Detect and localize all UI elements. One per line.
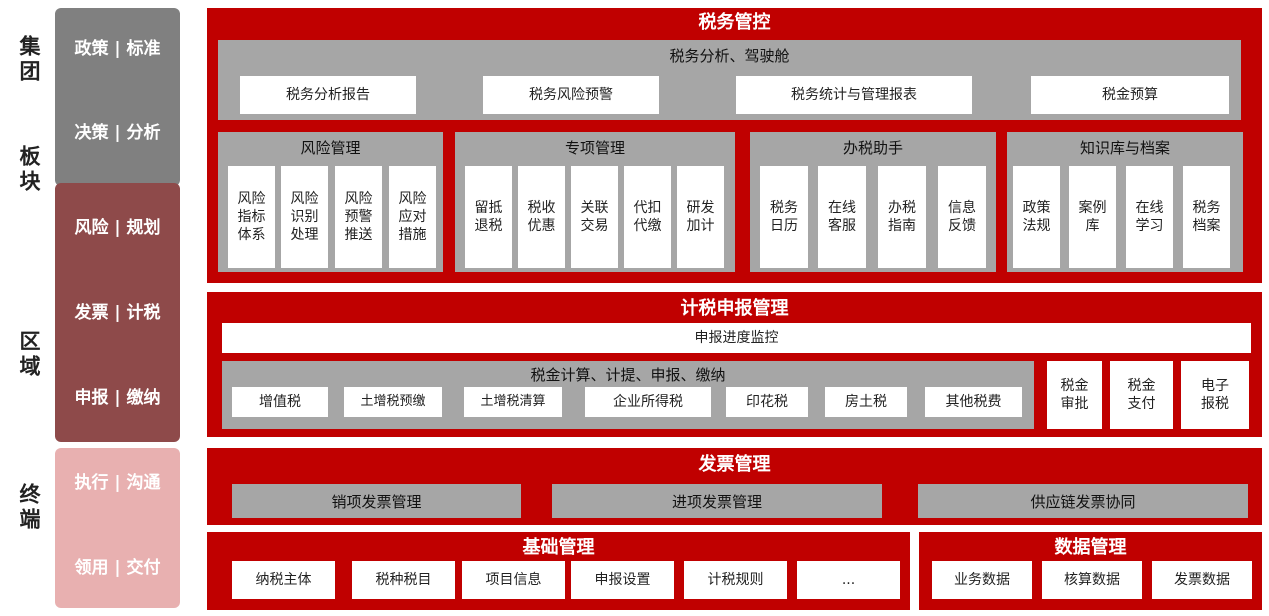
special-item-preference: 税收优惠 xyxy=(518,166,565,268)
special-item-withhold: 代扣代缴 xyxy=(624,166,671,268)
declaration-approve: 税金审批 xyxy=(1047,361,1102,429)
side-item-receive: 领用 | 交付 xyxy=(74,557,161,578)
risk-item-alert: 风险预警推送 xyxy=(335,166,382,268)
calc-item-stamp: 印花税 xyxy=(726,387,808,417)
knowledge-item-policy: 政策法规 xyxy=(1013,166,1060,268)
declaration-payment: 税金支付 xyxy=(1110,361,1173,429)
side-item-declare: 申报 | 缴纳 xyxy=(74,387,161,408)
side-column-group xyxy=(55,8,180,186)
special-item-related: 关联交易 xyxy=(571,166,618,268)
data-item-accounting: 核算数据 xyxy=(1042,561,1142,599)
side-column-region xyxy=(55,183,180,442)
side-item-decision: 决策 | 分析 xyxy=(74,122,161,143)
label-segment: 板块 xyxy=(17,145,41,195)
basic-item-project: 项目信息 xyxy=(462,561,565,599)
special-title: 专项管理 xyxy=(564,138,625,157)
analysis-item-statistics: 税务统计与管理报表 xyxy=(736,76,972,114)
basic-title: 基础管理 xyxy=(522,537,595,558)
tax-control-title: 税务管控 xyxy=(698,12,771,33)
basic-item-tax-category: 税种税目 xyxy=(352,561,455,599)
basic-item-entity: 纳税主体 xyxy=(232,561,335,599)
risk-item-response: 风险应对措施 xyxy=(389,166,436,268)
basic-item-filing-setting: 申报设置 xyxy=(571,561,674,599)
assistant-item-guide: 办税指南 xyxy=(878,166,926,268)
knowledge-item-archive: 税务档案 xyxy=(1183,166,1230,268)
label-region: 区域 xyxy=(17,330,41,380)
assistant-item-calendar: 税务日历 xyxy=(760,166,808,268)
analysis-item-warning: 税务风险预警 xyxy=(483,76,659,114)
assistant-item-service: 在线客服 xyxy=(818,166,866,268)
calc-item-land-prepay: 土增税预缴 xyxy=(344,387,442,417)
side-item-policy: 政策 | 标准 xyxy=(74,38,161,59)
special-item-refund: 留抵退税 xyxy=(465,166,512,268)
side-item-invoice: 发票 | 计税 xyxy=(74,302,161,323)
risk-item-identify: 风险识别处理 xyxy=(281,166,328,268)
calc-title: 税金计算、计提、申报、缴纳 xyxy=(530,365,726,384)
declaration-progress: 申报进度监控 xyxy=(222,323,1251,353)
assistant-title: 办税助手 xyxy=(842,138,903,157)
invoice-item-purchase: 进项发票管理 xyxy=(552,484,882,518)
data-item-invoice: 发票数据 xyxy=(1152,561,1252,599)
knowledge-item-cases: 案例库 xyxy=(1069,166,1116,268)
basic-item-rules: 计税规则 xyxy=(684,561,787,599)
risk-title: 风险管理 xyxy=(300,138,361,157)
side-item-execute: 执行 | 沟通 xyxy=(74,472,161,493)
declaration-e-filing: 电子报税 xyxy=(1181,361,1249,429)
invoice-title: 发票管理 xyxy=(698,454,771,475)
label-terminal: 终端 xyxy=(17,483,41,533)
risk-item-index: 风险指标体系 xyxy=(228,166,275,268)
analysis-title: 税务分析、驾驶舱 xyxy=(669,46,790,65)
knowledge-item-learning: 在线学习 xyxy=(1126,166,1173,268)
knowledge-title: 知识库与档案 xyxy=(1079,138,1170,157)
calc-item-other: 其他税费 xyxy=(925,387,1022,417)
declaration-title: 计税申报管理 xyxy=(680,298,789,319)
calc-item-land-settle: 土增税清算 xyxy=(464,387,562,417)
special-item-rnd: 研发加计 xyxy=(677,166,724,268)
invoice-item-sales: 销项发票管理 xyxy=(232,484,521,518)
data-item-business: 业务数据 xyxy=(932,561,1032,599)
data-title: 数据管理 xyxy=(1054,537,1127,558)
label-group: 集团 xyxy=(17,35,41,85)
side-column-terminal xyxy=(55,448,180,608)
invoice-item-supply-chain: 供应链发票协同 xyxy=(918,484,1248,518)
calc-item-corporate: 企业所得税 xyxy=(585,387,711,417)
calc-item-property: 房土税 xyxy=(825,387,907,417)
analysis-item-budget: 税金预算 xyxy=(1031,76,1229,114)
calc-item-vat: 增值税 xyxy=(232,387,328,417)
basic-item-more: ... xyxy=(797,561,900,599)
analysis-item-report: 税务分析报告 xyxy=(240,76,416,114)
assistant-item-feedback: 信息反馈 xyxy=(938,166,986,268)
side-item-risk: 风险 | 规划 xyxy=(74,217,161,238)
